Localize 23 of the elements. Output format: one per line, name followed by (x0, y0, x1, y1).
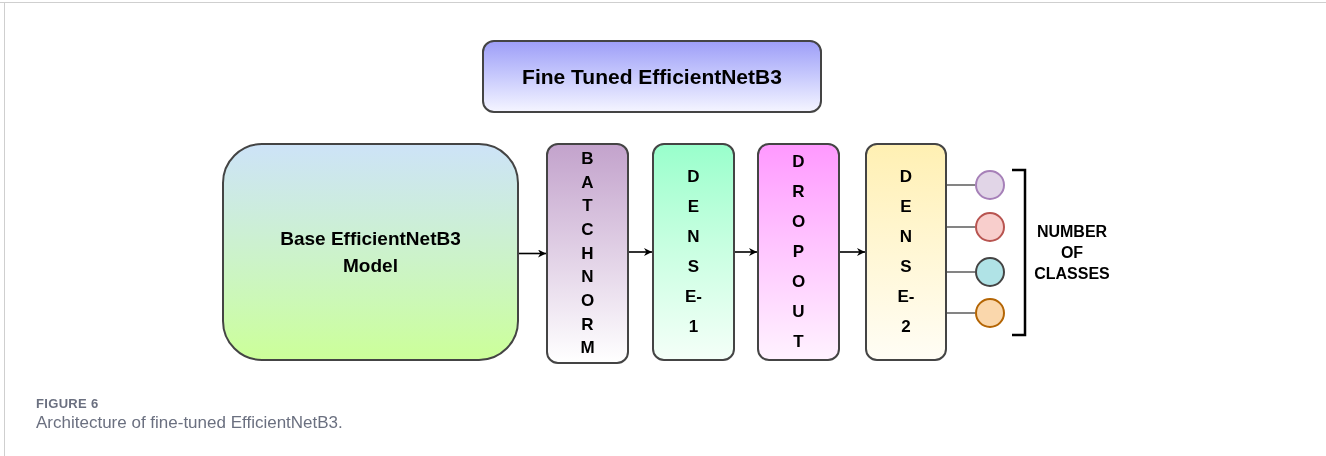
model-box (222, 143, 519, 361)
arrow (518, 249, 547, 258)
figure-number: FIGURE 6 (36, 395, 99, 413)
caption: Architecture of fine-tuned EfficientNetB3. (36, 412, 343, 434)
layer-label: BATCHNORM (579, 147, 596, 360)
arrow (734, 248, 758, 256)
title-text: Fine Tuned EfficientNetB3 (522, 63, 782, 90)
connector-line (946, 184, 976, 186)
layer-label: DENSE-2 (897, 166, 915, 338)
layer-box (757, 143, 840, 361)
layer-box (652, 143, 735, 361)
connector-line (946, 226, 976, 228)
bracket-label: NUMBER OF CLASSES (1033, 222, 1111, 284)
arrow (628, 248, 653, 256)
layer-box (865, 143, 947, 361)
title-box (482, 40, 822, 113)
layer-label: DENSE-1 (685, 166, 702, 338)
layer-label: DROPOUT (790, 151, 807, 353)
connector-line (946, 271, 976, 273)
layer-box (546, 143, 629, 364)
connector-line (946, 312, 976, 314)
model-label: Base EfficientNetB3 Model (279, 227, 462, 278)
arrow (839, 248, 866, 256)
